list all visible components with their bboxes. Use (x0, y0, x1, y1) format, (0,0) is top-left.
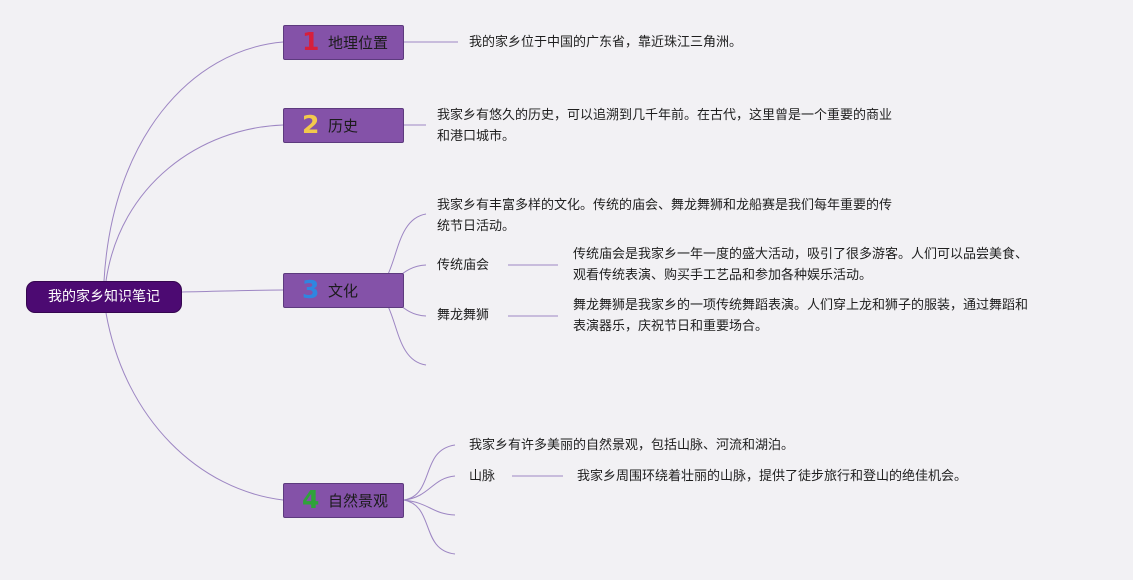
connector-nature-blank-1 (403, 499, 456, 516)
connector-root-history (105, 124, 284, 282)
topic-history[interactable]: 2 历史 (283, 108, 404, 143)
topic-geography[interactable]: 1 地理位置 (283, 25, 404, 60)
dragon-lion-dance-detail: 舞龙舞狮是我家乡的一项传统舞蹈表演。人们穿上龙和狮子的服装，通过舞蹈和 表演器乐… (573, 295, 1028, 337)
subtopic-temple-fair[interactable]: 传统庙会 (437, 258, 490, 273)
connector-root-nature (105, 312, 284, 501)
text-line: 传统庙会是我家乡一年一度的盛大活动，吸引了很多游客。人们可以品尝美食、 (573, 247, 1029, 262)
temple-fair-detail: 传统庙会是我家乡一年一度的盛大活动，吸引了很多游客。人们可以品尝美食、 观看传统… (573, 244, 1028, 286)
text-line: 我家乡有丰富多样的文化。传统的庙会、舞龙舞狮和龙船赛是我们每年重要的传 (437, 198, 893, 213)
connector-root-culture (181, 289, 284, 293)
text-line: 我家乡有悠久的历史，可以追溯到几千年前。在古代，这里曾是一个重要的商业 (437, 108, 893, 123)
connector-root-geography (103, 41, 284, 282)
connector-nature-blank-2 (403, 499, 456, 555)
number-3-icon: 3 (302, 275, 320, 304)
number-1-icon: 1 (302, 27, 320, 56)
history-description: 我家乡有悠久的历史，可以追溯到几千年前。在古代，这里曾是一个重要的商业 和港口城… (437, 105, 892, 147)
number-4-icon: 4 (302, 485, 320, 514)
text-line: 表演器乐，庆祝节日和重要场合。 (573, 319, 769, 334)
connector-nature-mountains (403, 475, 456, 501)
text-line: 和港口城市。 (437, 129, 516, 144)
topic-label: 历史 (328, 117, 359, 135)
topic-label: 自然景观 (328, 492, 389, 510)
text-line: 舞龙舞狮是我家乡的一项传统舞蹈表演。人们穿上龙和狮子的服装，通过舞蹈和 (573, 298, 1029, 313)
mountains-detail: 我家乡周围环绕着壮丽的山脉，提供了徒步旅行和登山的绝佳机会。 (577, 469, 968, 484)
topic-label: 文化 (328, 282, 359, 300)
topic-label: 地理位置 (328, 34, 389, 52)
root-node[interactable]: 我的家乡知识笔记 (26, 281, 182, 313)
culture-description: 我家乡有丰富多样的文化。传统的庙会、舞龙舞狮和龙船赛是我们每年重要的传 统节日活… (437, 195, 892, 237)
natural-scenery-description: 我家乡有许多美丽的自然景观，包括山脉、河流和湖泊。 (469, 438, 795, 453)
geography-description: 我的家乡位于中国的广东省，靠近珠江三角洲。 (469, 35, 743, 50)
text-line: 统节日活动。 (437, 219, 516, 234)
subtopic-mountains[interactable]: 山脉 (469, 469, 496, 484)
connector-nature-desc (403, 444, 456, 501)
number-2-icon: 2 (302, 110, 320, 139)
topic-culture[interactable]: 3 文化 (283, 273, 404, 308)
text-line: 观看传统表演、购买手工艺品和参加各种娱乐活动。 (573, 268, 873, 283)
topic-natural-scenery[interactable]: 4 自然景观 (283, 483, 404, 518)
subtopic-dragon-lion-dance[interactable]: 舞龙舞狮 (437, 308, 490, 323)
